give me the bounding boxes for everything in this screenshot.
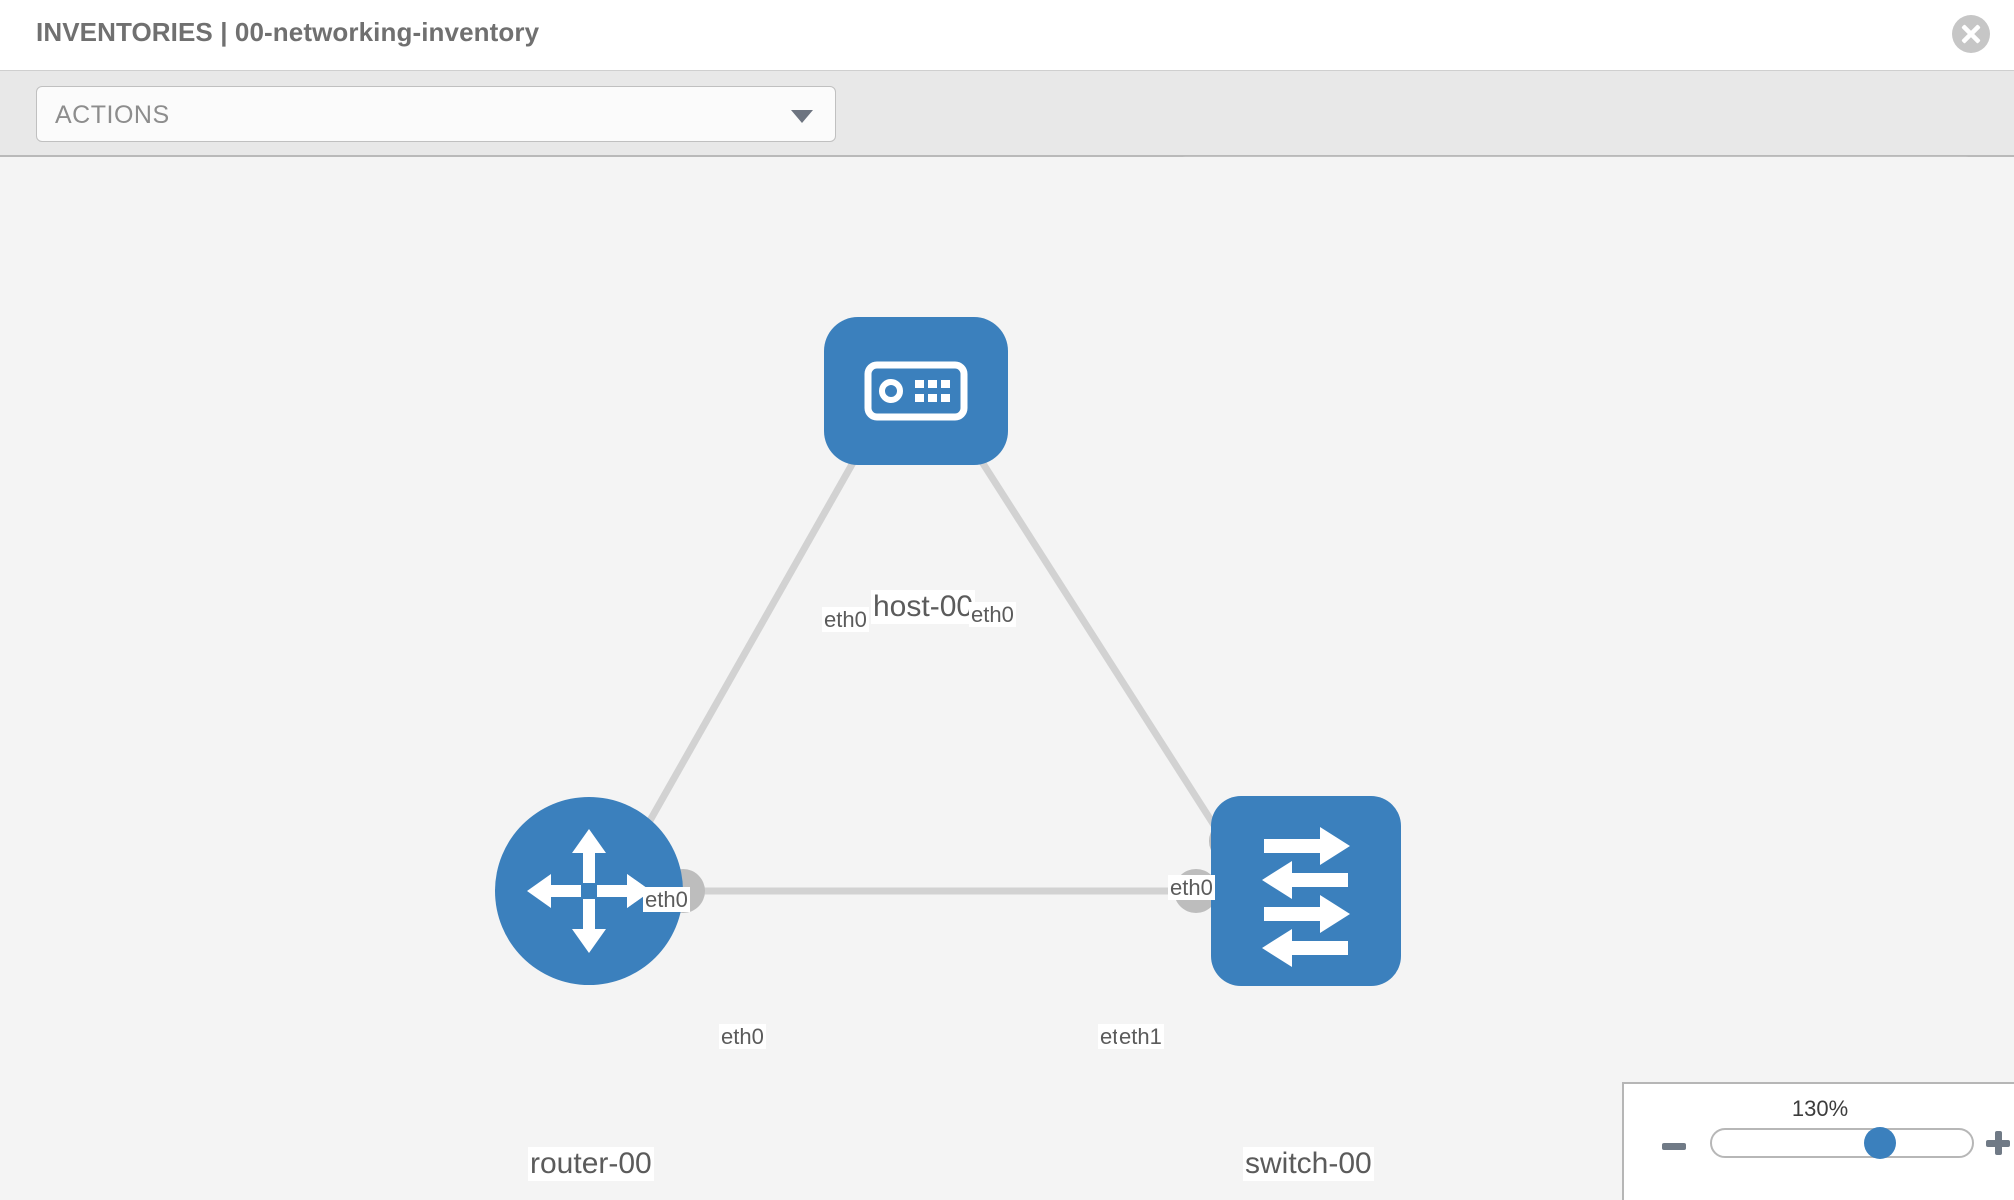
zoom-in-button[interactable] — [1986, 1131, 2010, 1155]
link-host00-switch00[interactable] — [949, 413, 1231, 849]
node-switch-00[interactable] — [1211, 796, 1401, 986]
toolbar: ACTIONS SEARCH — [0, 70, 2014, 212]
topology-graph — [495, 317, 1401, 986]
endpoint-layer — [661, 403, 1253, 913]
server-icon — [864, 361, 968, 421]
node-host-00[interactable] — [824, 317, 1008, 465]
node-router-00[interactable] — [495, 797, 683, 985]
interface-label: eth0 — [822, 607, 869, 633]
close-icon — [1961, 24, 1981, 44]
chevron-down-icon — [791, 110, 813, 123]
interface-label: eth0 — [1168, 875, 1215, 901]
switch-arrows-icon — [1262, 827, 1350, 967]
zoom-slider-thumb[interactable] — [1864, 1127, 1896, 1159]
node-label-switch-00: switch-00 — [1243, 1147, 1374, 1181]
router-arrows-icon — [527, 829, 651, 953]
close-button[interactable] — [1952, 15, 1990, 53]
interface-label: eth0 — [969, 602, 1016, 628]
link-host00-router00[interactable] — [631, 413, 884, 849]
zoom-slider-track[interactable] — [1710, 1128, 1974, 1158]
interface-label: eth0 — [643, 887, 690, 913]
zoom-out-button[interactable] — [1662, 1143, 1686, 1150]
topology-canvas[interactable]: host-00 router-00 switch-00 eth0 eth0 et… — [0, 157, 2014, 1200]
zoom-level-value: 130% — [1791, 1096, 1849, 1121]
actions-dropdown-label: ACTIONS — [55, 101, 170, 129]
zoom-control-panel: 130% — [1622, 1082, 2014, 1200]
page-header: INVENTORIES | 00-networking-inventory — [0, 0, 2014, 70]
link-layer — [631, 413, 1231, 895]
node-label-router-00: router-00 — [528, 1147, 654, 1181]
actions-dropdown[interactable]: ACTIONS — [36, 86, 836, 142]
interface-label: eth0 — [719, 1024, 766, 1050]
interface-label: eth1 — [1117, 1024, 1164, 1050]
node-label-host-00: host-00 — [871, 590, 976, 624]
page-title: INVENTORIES | 00-networking-inventory — [36, 17, 540, 47]
